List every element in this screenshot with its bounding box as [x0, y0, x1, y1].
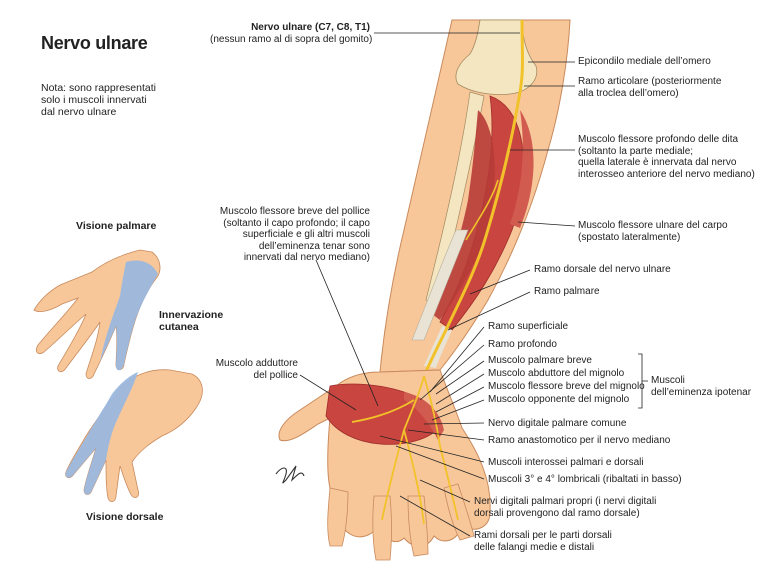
- label-line: Ramo anastomotico per il nervo mediano: [488, 435, 671, 446]
- label-anastomotic: Ramo anastomotico per il nervo mediano: [488, 435, 670, 447]
- label-line: Muscolo abduttore del mignolo: [488, 368, 625, 379]
- label-line: Ramo articolare (posteriormente: [578, 76, 722, 87]
- label-line: Ramo dorsale del nervo ulnare: [534, 264, 671, 275]
- innervation-line: Innervazione: [159, 309, 224, 321]
- innervation-line: cutanea: [159, 320, 199, 333]
- label-line: dorsali provengono dal ramo dorsale): [474, 507, 640, 519]
- label-adductor-pollicis: Muscolo adduttore del pollice: [200, 358, 298, 381]
- label-line: (nessun ramo al di sopra del gomito): [210, 33, 373, 45]
- label-line: Muscolo adduttore: [215, 358, 298, 369]
- label-line: Muscoli: [651, 375, 685, 386]
- label-line: Muscolo palmare breve: [488, 355, 592, 366]
- label-palmaris-brevis: Muscolo palmare breve: [488, 355, 592, 367]
- note-line: solo i muscoli innervati: [41, 94, 147, 106]
- label-fdp: Muscolo flessore profondo delle dita (so…: [578, 134, 755, 180]
- label-line: Ramo profondo: [488, 339, 557, 350]
- label-dorsal-rami: Rami dorsali per le parti dorsali delle …: [474, 530, 612, 553]
- label-opponens-digiti-minimi: Muscolo opponente del mignolo: [488, 394, 629, 406]
- label-abductor-digiti-minimi: Muscolo abduttore del mignolo: [488, 368, 624, 380]
- label-line: Nervi digitali palmari propri (i nervi d…: [474, 496, 657, 507]
- fcu-muscle: [510, 110, 534, 228]
- label-line: superficiale e gli altri muscoli: [242, 229, 370, 240]
- label-line: Muscoli interossei palmari e dorsali: [488, 457, 644, 468]
- ulnar-nerve-path: [422, 19, 524, 377]
- palmar-hand: [33, 249, 161, 379]
- note-line: Nota: sono rappresentati: [41, 82, 156, 94]
- signature-icon: [275, 465, 305, 484]
- label-interossei: Muscoli interossei palmari e dorsali: [488, 457, 644, 469]
- label-line: (spostato lateralmente): [578, 231, 681, 243]
- label-line: (soltanto la parte mediale;: [578, 145, 694, 157]
- label-line: Nervo ulnare (C7, C8, T1): [251, 22, 370, 33]
- label-superficial-branch: Ramo superficiale: [488, 321, 568, 333]
- dorsal-hand: [65, 369, 203, 502]
- label-line: Muscolo flessore breve del pollice: [219, 206, 370, 217]
- dorsal-cutaneous-area: [65, 372, 138, 495]
- label-line: dell’eminenza tenar sono: [258, 240, 370, 252]
- note: Nota: sono rappresentati solo i muscoli …: [41, 82, 161, 118]
- label-line: interosseo anteriore del nervo mediano): [578, 168, 755, 180]
- label-proper-digital: Nervi digitali palmari propri (i nervi d…: [474, 496, 656, 519]
- label-flexor-pollicis-brevis: Muscolo flessore breve del pollice (solt…: [200, 206, 370, 264]
- label-line: quella laterale è innervata dal nervo: [578, 157, 737, 168]
- label-line: Ramo palmare: [534, 286, 600, 297]
- label-line: dell’eminenza ipotenar: [651, 386, 752, 398]
- label-flexor-digiti-minimi: Muscolo flessore breve del mignolo: [488, 381, 645, 393]
- label-line: (soltanto il capo profondo; il capo: [223, 217, 370, 229]
- label-deep-branch: Ramo profondo: [488, 339, 557, 351]
- humerus: [455, 19, 538, 95]
- note-line: dal nervo ulnare: [41, 106, 117, 118]
- label-line: Ramo superficiale: [488, 321, 569, 332]
- label-line: Muscolo flessore ulnare del carpo: [578, 220, 728, 231]
- leader-lines: [299, 32, 648, 537]
- page-title: Nervo ulnare: [41, 33, 148, 53]
- label-line: delle falangi medie e distali: [474, 541, 595, 553]
- label-dorsal-branch: Ramo dorsale del nervo ulnare: [534, 264, 671, 276]
- forearm: [379, 19, 571, 377]
- label-line: Epicondilo mediale dell’omero: [578, 56, 711, 67]
- palmar-cutaneous-area: [100, 260, 158, 371]
- label-line: Rami dorsali per le parti dorsali: [474, 530, 612, 541]
- label-epicondyle: Epicondilo mediale dell’omero: [578, 56, 711, 68]
- label-line: Muscolo flessore profondo delle dita: [578, 134, 739, 145]
- label-articular-branch: Ramo articolare (posteriormente alla tro…: [578, 76, 721, 99]
- label-lumbricals: Muscoli 3° e 4° lombricali (ribaltati in…: [488, 474, 682, 486]
- main-hand: [278, 369, 491, 561]
- label-palmar-branch: Ramo palmare: [534, 286, 600, 298]
- label-ulnar-nerve: Nervo ulnare (C7, C8, T1) (nessun ramo a…: [210, 22, 373, 45]
- label-fcu: Muscolo flessore ulnare del carpo (spost…: [578, 220, 728, 243]
- label-line: Muscoli 3° e 4° lombricali (ribaltati in…: [488, 474, 682, 485]
- label-line: innervati dal nervo mediano): [243, 252, 370, 263]
- label-line: del pollice: [253, 369, 298, 381]
- dorsal-view-label: Visione dorsale: [86, 511, 164, 523]
- label-line: Muscolo opponente del mignolo: [488, 394, 630, 405]
- innervation-label: Innervazione cutanea: [159, 309, 224, 333]
- label-common-digital: Nervo digitale palmare comune: [488, 418, 626, 430]
- label-line: alla troclea dell’omero): [578, 87, 679, 99]
- label-hypothenar-group: Muscoli dell’eminenza ipotenar: [651, 375, 751, 398]
- label-line: Nervo digitale palmare comune: [488, 418, 627, 429]
- label-line: Muscolo flessore breve del mignolo: [488, 381, 645, 392]
- palmar-view-label: Visione palmare: [76, 220, 157, 232]
